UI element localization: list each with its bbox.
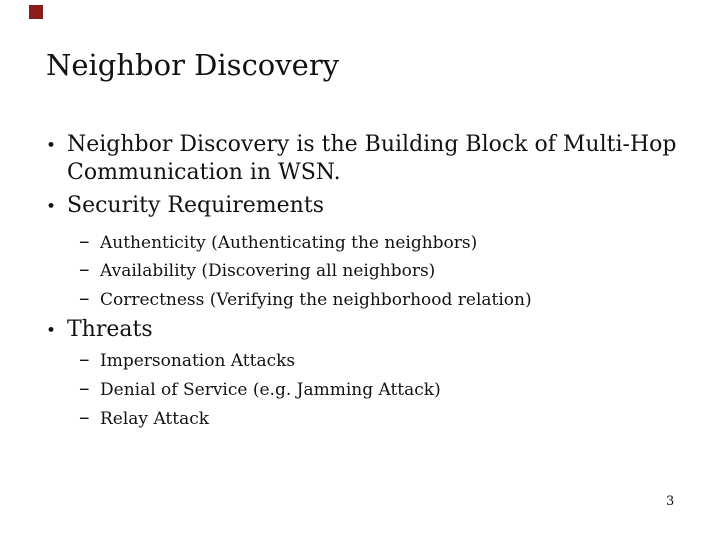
dash-marker-icon: – [79,376,90,400]
dash-marker-icon: – [79,347,90,371]
dash-marker-icon: – [79,286,90,310]
slide-title: Neighbor Discovery [46,48,340,82]
bullet-marker-icon: • [46,321,57,341]
sub-bullet-text: Relay Attack [100,409,210,429]
bullet-text: Neighbor Discovery is the Building Block… [67,132,677,185]
sub-bullet-text: Correctness (Verifying the neighborhood … [100,290,532,310]
bullet-item: • Threats [46,316,153,345]
bullet-item: • Security Requirements [46,192,324,221]
bullet-text: Threats [67,317,153,342]
sub-bullet-item: – Authenticity (Authenticating the neigh… [79,227,477,258]
sub-bullet-text: Authenticity (Authenticating the neighbo… [100,233,478,253]
dash-marker-icon: – [79,257,90,281]
sub-bullet-item: – Impersonation Attacks [79,345,295,376]
bullet-marker-icon: • [46,197,57,217]
page-number: 3 [666,494,675,509]
sub-bullet-item: – Correctness (Verifying the neighborhoo… [79,284,532,315]
bullet-text: Security Requirements [67,193,324,218]
dash-marker-icon: – [79,229,90,253]
sub-bullet-item: – Denial of Service (e.g. Jamming Attack… [79,374,441,405]
bullet-marker-icon: • [46,136,57,156]
sub-bullet-item: – Relay Attack [79,403,209,434]
sub-bullet-text: Denial of Service (e.g. Jamming Attack) [100,380,441,400]
sub-bullet-item: – Availability (Discovering all neighbor… [79,255,435,286]
bullet-item: • Neighbor Discovery is the Building Blo… [46,131,676,187]
corner-accent-square [29,5,43,19]
sub-bullet-text: Availability (Discovering all neighbors) [100,261,436,281]
dash-marker-icon: – [79,405,90,429]
sub-bullet-text: Impersonation Attacks [100,351,296,371]
